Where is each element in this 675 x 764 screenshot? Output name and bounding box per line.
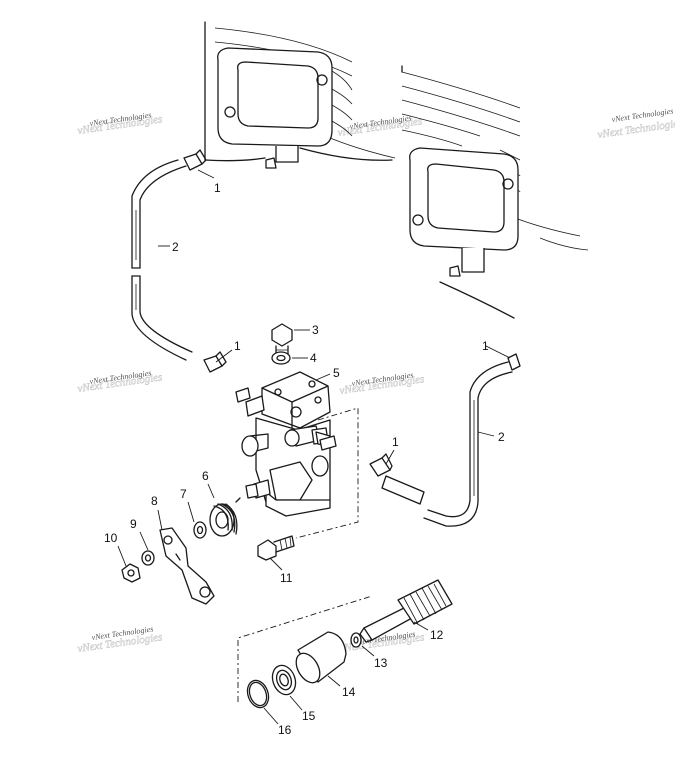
flat-washer [193,521,207,539]
watermark: vNext Technologies vNext Technologies [338,370,425,397]
callout-5: 5 [333,366,340,380]
clamp-right-mid [369,453,393,477]
lever-washer [141,550,155,566]
pump-group-frame [295,407,359,539]
clamp-mid-left [203,351,227,373]
callout-1: 1 [234,339,241,353]
watermark-text: vNext Technologies [597,117,675,141]
shaft-o-ring [350,632,362,648]
lever-nut [121,563,141,583]
callout-10: 10 [104,531,118,545]
cylinder-left [204,21,396,169]
callouts: 1 2 3 4 1 5 1 2 1 6 7 8 9 10 11 12 13 14… [104,181,505,737]
callout-12: 12 [430,628,444,642]
callout-2: 2 [498,430,505,444]
callout-1: 1 [392,435,399,449]
watermarks: vNext Technologies vNext Technologies vN… [76,106,675,655]
control-lever [159,527,215,605]
callout-7: 7 [180,487,187,501]
callout-3: 3 [312,323,319,337]
hose-right [381,361,513,527]
oil-pump-body [235,371,337,517]
callout-1: 1 [482,339,489,353]
callout-13: 13 [374,656,388,670]
mounting-screw [257,535,295,561]
oil-seal [271,664,297,696]
watermark: vNext Technologies vNext Technologies [76,110,163,137]
callout-lines [117,169,511,725]
callout-14: 14 [342,685,356,699]
callout-11: 11 [280,571,293,585]
watermark: vNext Technologies vNext Technologies [76,368,163,395]
sealing-washer [271,351,291,365]
watermark: vNext Technologies vNext Technologies [76,624,163,655]
drive-gear-shaft [359,579,453,643]
callout-1: 1 [214,181,221,195]
callout-2: 2 [172,240,179,254]
clamp-top-left [183,149,207,171]
clamp-right-top [507,353,521,371]
callout-9: 9 [130,517,137,531]
callout-16: 16 [278,723,292,737]
return-spring [209,497,241,537]
callout-8: 8 [151,494,158,508]
shaft-group-frame [237,595,373,702]
shaft-bushing [295,631,347,684]
cylinder-right [401,65,589,319]
watermark: vNext Technologies vNext Technologies [596,106,675,141]
callout-4: 4 [310,351,317,365]
callout-6: 6 [202,469,209,483]
callout-15: 15 [302,709,316,723]
housing-o-ring [246,679,270,709]
hose-left [131,159,193,361]
